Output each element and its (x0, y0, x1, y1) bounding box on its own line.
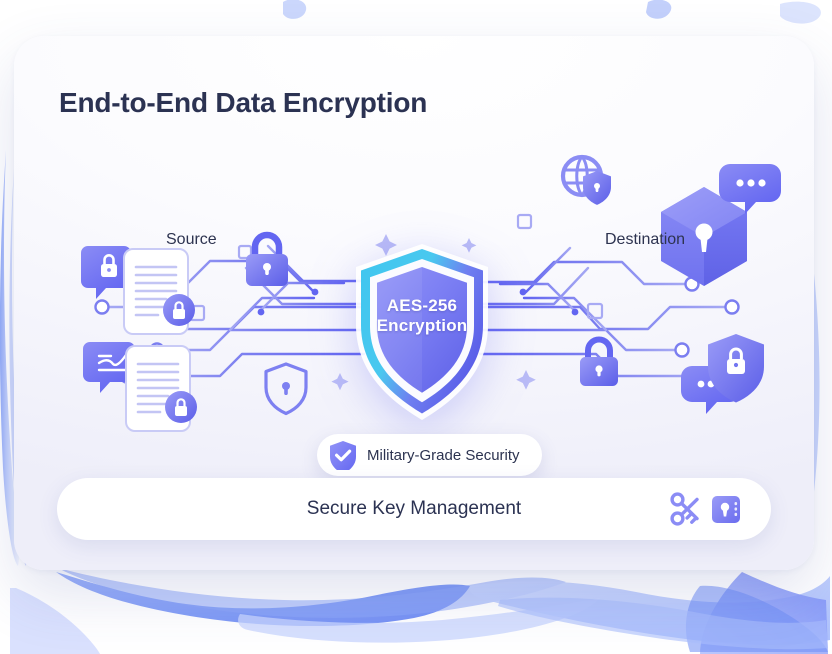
source-label: Source (166, 231, 217, 248)
globe-shield-icon (560, 154, 611, 205)
status-badge[interactable]: Military-Grade Security (317, 434, 542, 476)
secure-key-management-label: Secure Key Management (306, 498, 522, 519)
circuit-graphic (81, 154, 781, 432)
speech-bubble-dots-icon (719, 164, 781, 214)
document-locked-icon (123, 248, 195, 335)
cube-keyhole-icon (661, 187, 747, 286)
page-title: End-to-End Data Encryption (59, 87, 428, 118)
bottom-bar-icons (667, 490, 743, 528)
speech-bubble-signature-icon (83, 342, 135, 393)
aes-shield-icon (351, 241, 493, 426)
shield-keyhole-icon (264, 362, 308, 416)
shield-check-icon (329, 440, 357, 470)
encryption-illustration: Source Destination (14, 146, 814, 446)
secure-key-management-bar[interactable]: Secure Key Management (57, 478, 771, 540)
document-locked-icon (125, 345, 197, 432)
status-badge-label: Military-Grade Security (367, 446, 520, 464)
speech-bubble-lock-icon (81, 246, 131, 299)
encryption-card: End-to-End Data Encryption (14, 36, 814, 570)
padlock-icon (580, 336, 618, 386)
destination-label: Destination (605, 231, 686, 248)
crossed-keys-icon (667, 490, 705, 528)
shield-padlock-icon (708, 334, 764, 403)
vault-lock-icon (709, 491, 743, 527)
padlock-icon (246, 231, 288, 286)
